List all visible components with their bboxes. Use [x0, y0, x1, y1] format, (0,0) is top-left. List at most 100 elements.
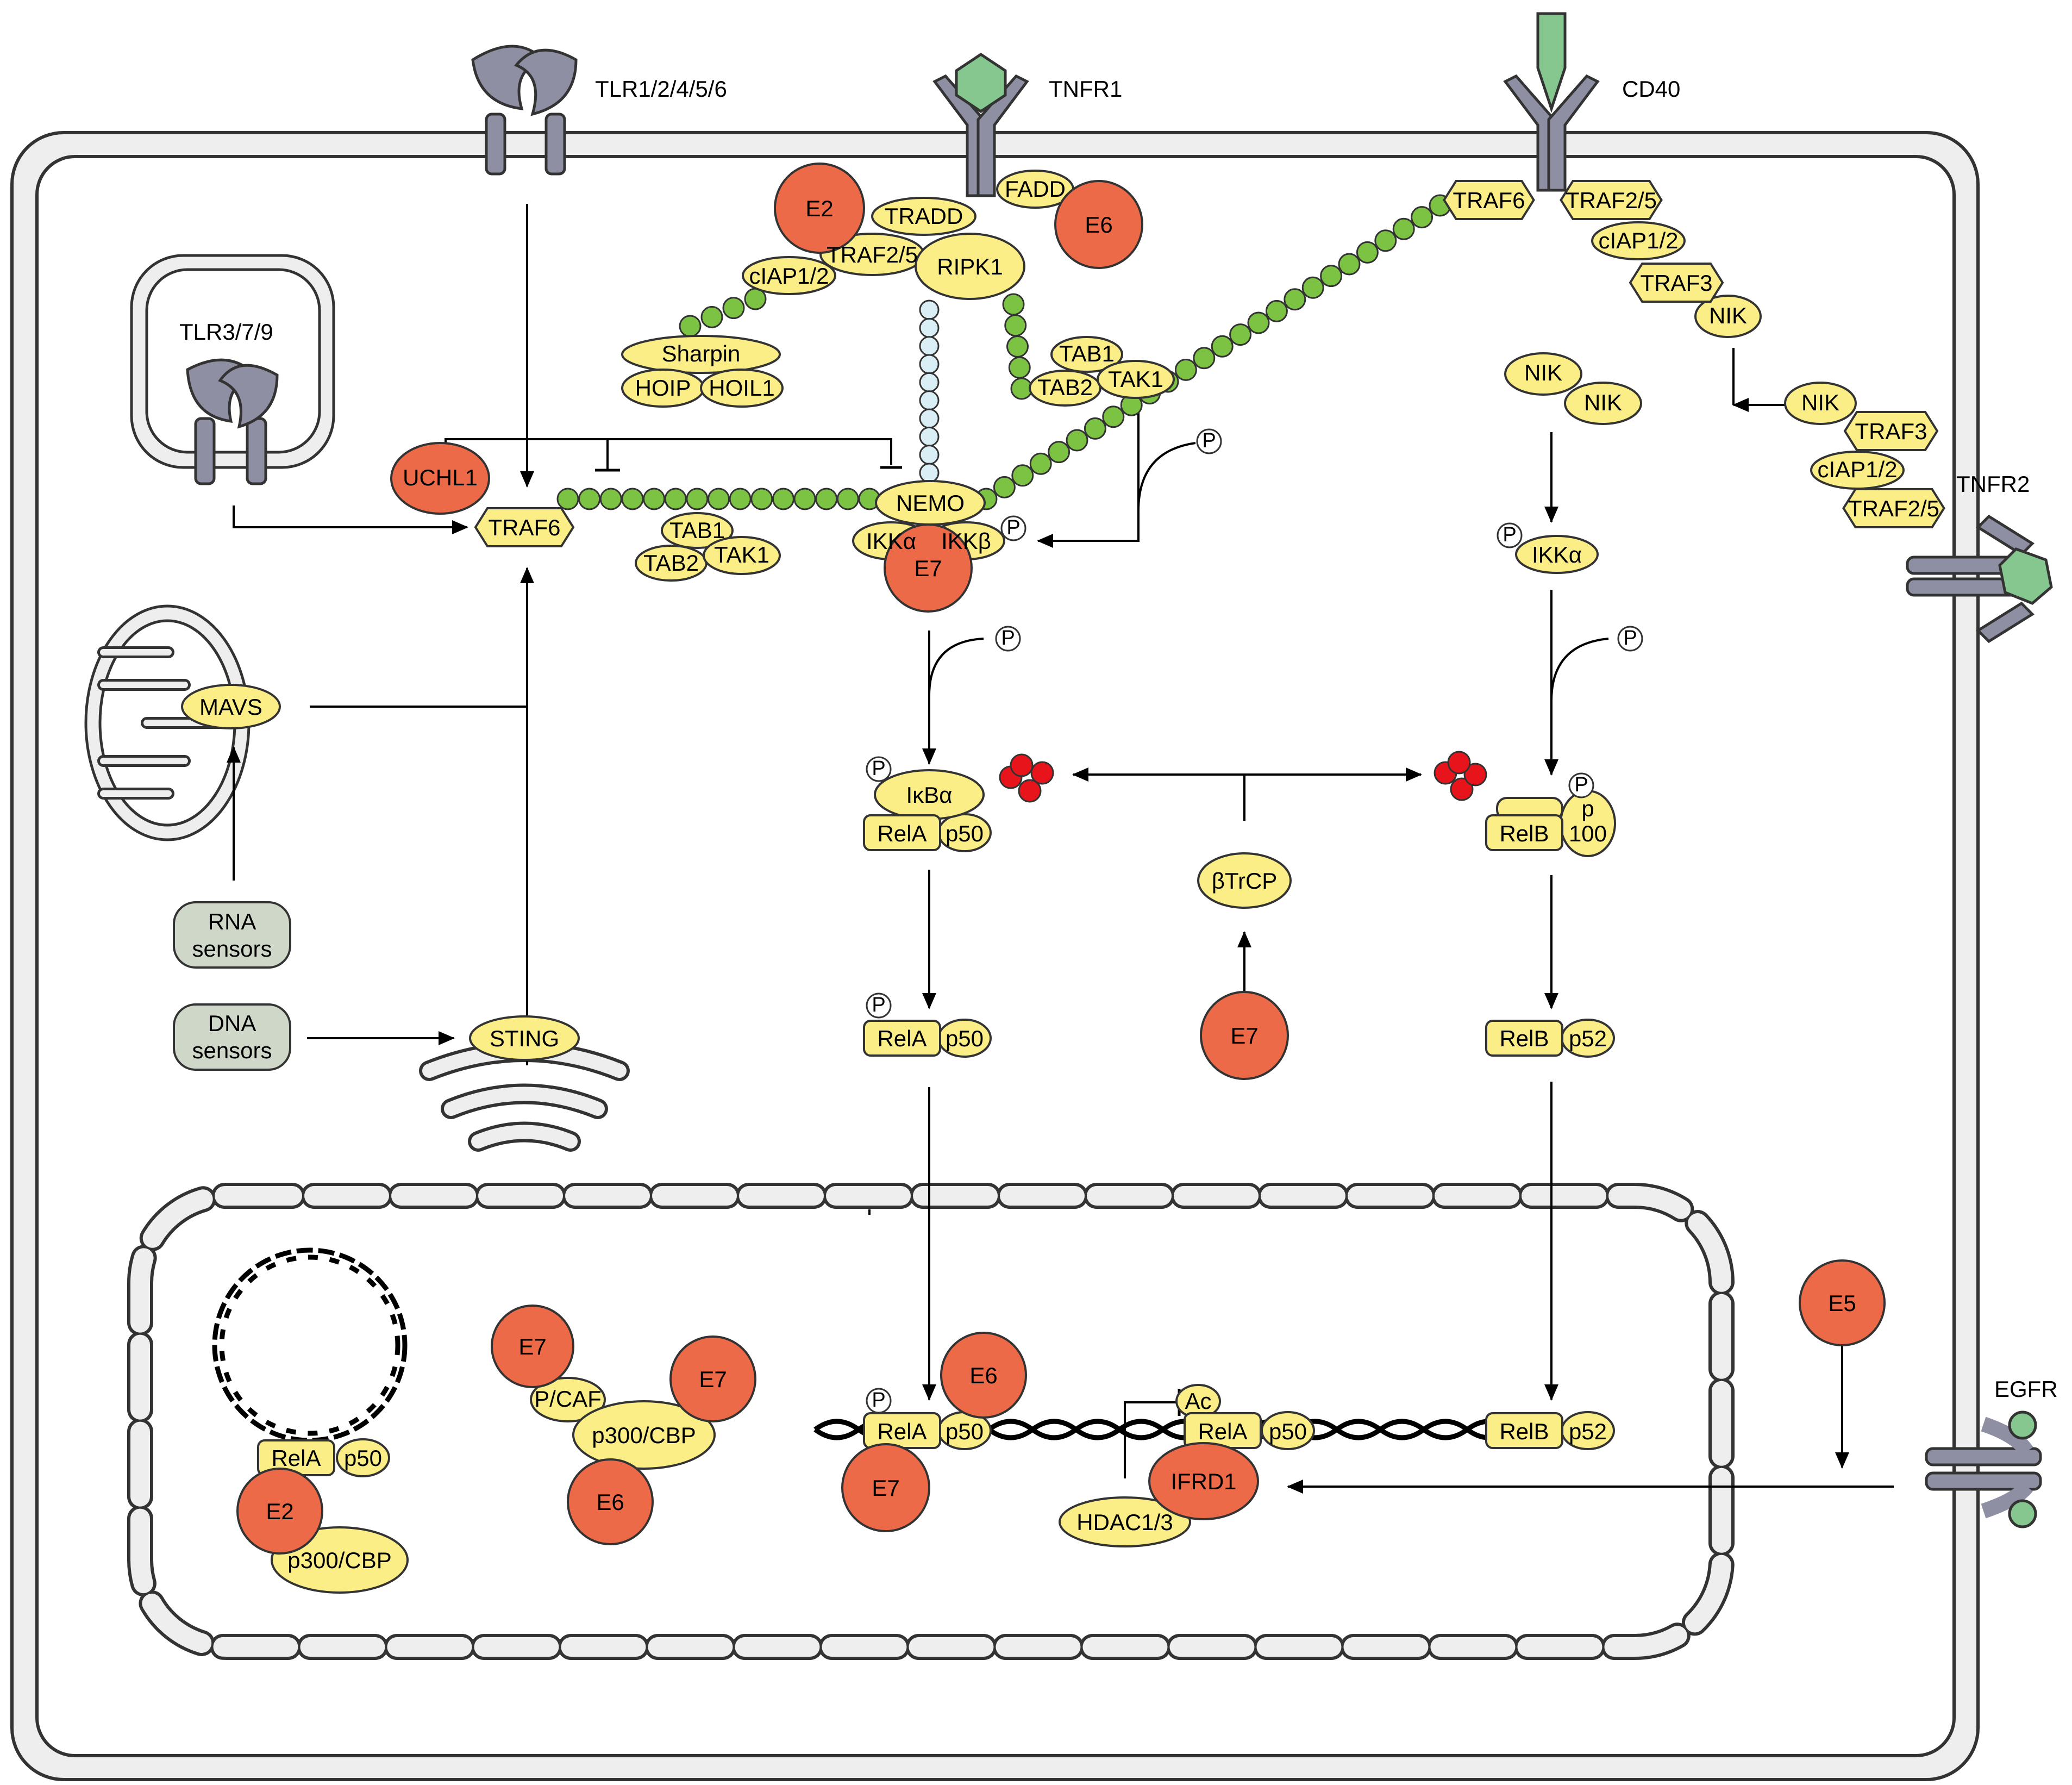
- nik-cd40-label: NIK: [1709, 303, 1747, 328]
- ikka-nc-label: IKKα: [1532, 542, 1582, 567]
- tab2-shape: [1029, 370, 1101, 407]
- phosphate-marker: P: [1000, 515, 1026, 541]
- tab1-label: TAB1: [1059, 341, 1115, 366]
- phosphate-label: P: [1001, 627, 1015, 650]
- tlr-surface-receptor: [471, 45, 578, 176]
- ciap-label: cIAP1/2: [749, 263, 829, 289]
- mitochondrion: [84, 604, 251, 841]
- e6-nuc-b-label: E6: [969, 1363, 997, 1388]
- relb-1-shape: [1485, 814, 1563, 851]
- ubiquitin-unit: [1084, 417, 1106, 440]
- tnfr2-receptor: [1906, 514, 2053, 644]
- deg-ub-p100: [1463, 763, 1487, 787]
- tradd-shape: [871, 197, 976, 236]
- tlr-surface-label: TLR1/2/4/5/6: [595, 76, 727, 102]
- relb-1-label: RelB: [1499, 821, 1549, 846]
- e7-btrcp-shape: [1200, 991, 1289, 1080]
- ubiquitin-unit: [1411, 206, 1434, 229]
- cd40-label: CD40: [1622, 76, 1680, 102]
- e7-nuc-c-label: E7: [872, 1475, 899, 1501]
- p50-3-label: p50: [344, 1445, 382, 1471]
- phosphate-label: P: [1503, 523, 1516, 546]
- dna-sensor-line1: DNA: [208, 1010, 256, 1036]
- phosphate-marker: P: [1196, 428, 1222, 454]
- fadd-label: FADD: [1005, 176, 1066, 202]
- nik-1-shape: [1504, 352, 1582, 396]
- ubiquitin-unit: [919, 372, 940, 392]
- ubiquitin-unit: [793, 488, 816, 510]
- tak1-label: TAK1: [1108, 366, 1163, 392]
- p50-3-shape: [336, 1438, 390, 1477]
- phosphate-marker: P: [866, 756, 892, 782]
- ubiquitin-unit: [815, 488, 838, 510]
- ubiquitin-unit: [1102, 405, 1125, 428]
- ciap-cd40-label: cIAP1/2: [1598, 228, 1678, 253]
- ubiquitin-unit: [686, 488, 709, 510]
- ubiquitin-unit: [708, 488, 730, 510]
- ubiquitin-unit: [679, 315, 702, 338]
- ubiquitin-unit: [993, 476, 1016, 498]
- tlr-endosome-receptor: [186, 358, 279, 485]
- dna-sensor-line2: sensors: [192, 1038, 272, 1063]
- deg-ub-ikba: [1030, 761, 1054, 785]
- ubiquitin-unit: [919, 426, 940, 447]
- ubiquitin-unit: [664, 488, 687, 510]
- phosphate-label: P: [1202, 429, 1216, 452]
- nik-tnfr2-shape: [1784, 382, 1857, 425]
- e5-label: E5: [1828, 1290, 1856, 1316]
- ubiquitin-unit: [919, 336, 940, 357]
- rela-2-shape: [863, 1020, 941, 1057]
- egfr-label: EGFR: [1994, 1376, 2058, 1402]
- tab2-b-label: TAB2: [643, 550, 699, 576]
- ubiquitin-unit: [919, 408, 940, 429]
- pcaf-label: P/CAF: [534, 1386, 602, 1412]
- deg-ub-p100: [1450, 777, 1474, 801]
- mavs-shape: [181, 684, 281, 729]
- rna-sensor-line2: sensors: [192, 936, 272, 962]
- traf6-cd40-shape: [1443, 180, 1535, 220]
- ubiquitin-unit: [1029, 452, 1052, 475]
- hdac-label: HDAC1/3: [1076, 1509, 1173, 1535]
- p52-2-label: p52: [1569, 1419, 1607, 1444]
- nuclear-envelope-fill: [130, 1186, 1731, 1657]
- ubiquitin-unit: [919, 317, 940, 338]
- rela-2-label: RelA: [877, 1026, 927, 1051]
- protein-labels: TRADD FADD TRAF2/5 RIPK1 cIAP1/2 Sharpin…: [199, 176, 1939, 1573]
- phosphate-marker: P: [866, 993, 892, 1019]
- uchl1-shape: [390, 442, 490, 515]
- ubiquitin-unit: [1265, 299, 1288, 322]
- ubiquitin-unit: [1008, 356, 1031, 379]
- nik-2-shape: [1564, 382, 1642, 425]
- ubiquitin-chain-nemo-traf6-cd40: [975, 194, 1451, 510]
- viral-episome: [212, 1247, 408, 1443]
- nik-2-label: NIK: [1584, 390, 1622, 415]
- btrcp-label: βTrCP: [1212, 868, 1278, 894]
- e7-nuc-b-shape: [669, 1335, 756, 1422]
- viral-labels: UCHL1 E2 E6 E7 E7 E5 E2 E7 E7 E6 E6 E7 I…: [266, 196, 1856, 1524]
- p300-a-shape: [572, 1400, 716, 1470]
- ubiquitin-unit: [772, 488, 794, 510]
- rela-1-shape: [863, 814, 941, 851]
- traf3-cd40-label: TRAF3: [1640, 270, 1712, 296]
- tnfr2-label: TNFR2: [1956, 471, 2030, 497]
- e7-nuc-a-shape: [491, 1305, 574, 1388]
- e5-shape: [1799, 1259, 1886, 1346]
- ifrd1-label: IFRD1: [1170, 1469, 1236, 1494]
- ciap-tnfr2-label: cIAP1/2: [1817, 457, 1897, 482]
- ubiquitin-unit: [1229, 323, 1252, 346]
- traf6-main-shape: [474, 507, 575, 547]
- ubiquitin-unit: [1193, 347, 1216, 370]
- ciap-shape: [742, 256, 836, 295]
- ubiquitin-unit: [1338, 253, 1361, 276]
- traf2-5-tnfr2-label: TRAF2/5: [1848, 496, 1939, 521]
- phosphate-label: P: [872, 757, 885, 780]
- e2-nuc-label: E2: [266, 1499, 293, 1524]
- ubiquitin-unit: [1284, 288, 1306, 311]
- p50-4-label: p50: [946, 1419, 984, 1444]
- traf2-5-tnfr2-shape: [1842, 488, 1945, 528]
- phosphate-marker: P: [995, 626, 1021, 652]
- relb-2-shape: [1485, 1020, 1563, 1057]
- phosphate-marker: P: [866, 1388, 892, 1414]
- ubiquitin-unit: [599, 488, 622, 510]
- rela-4-label: RelA: [877, 1419, 927, 1444]
